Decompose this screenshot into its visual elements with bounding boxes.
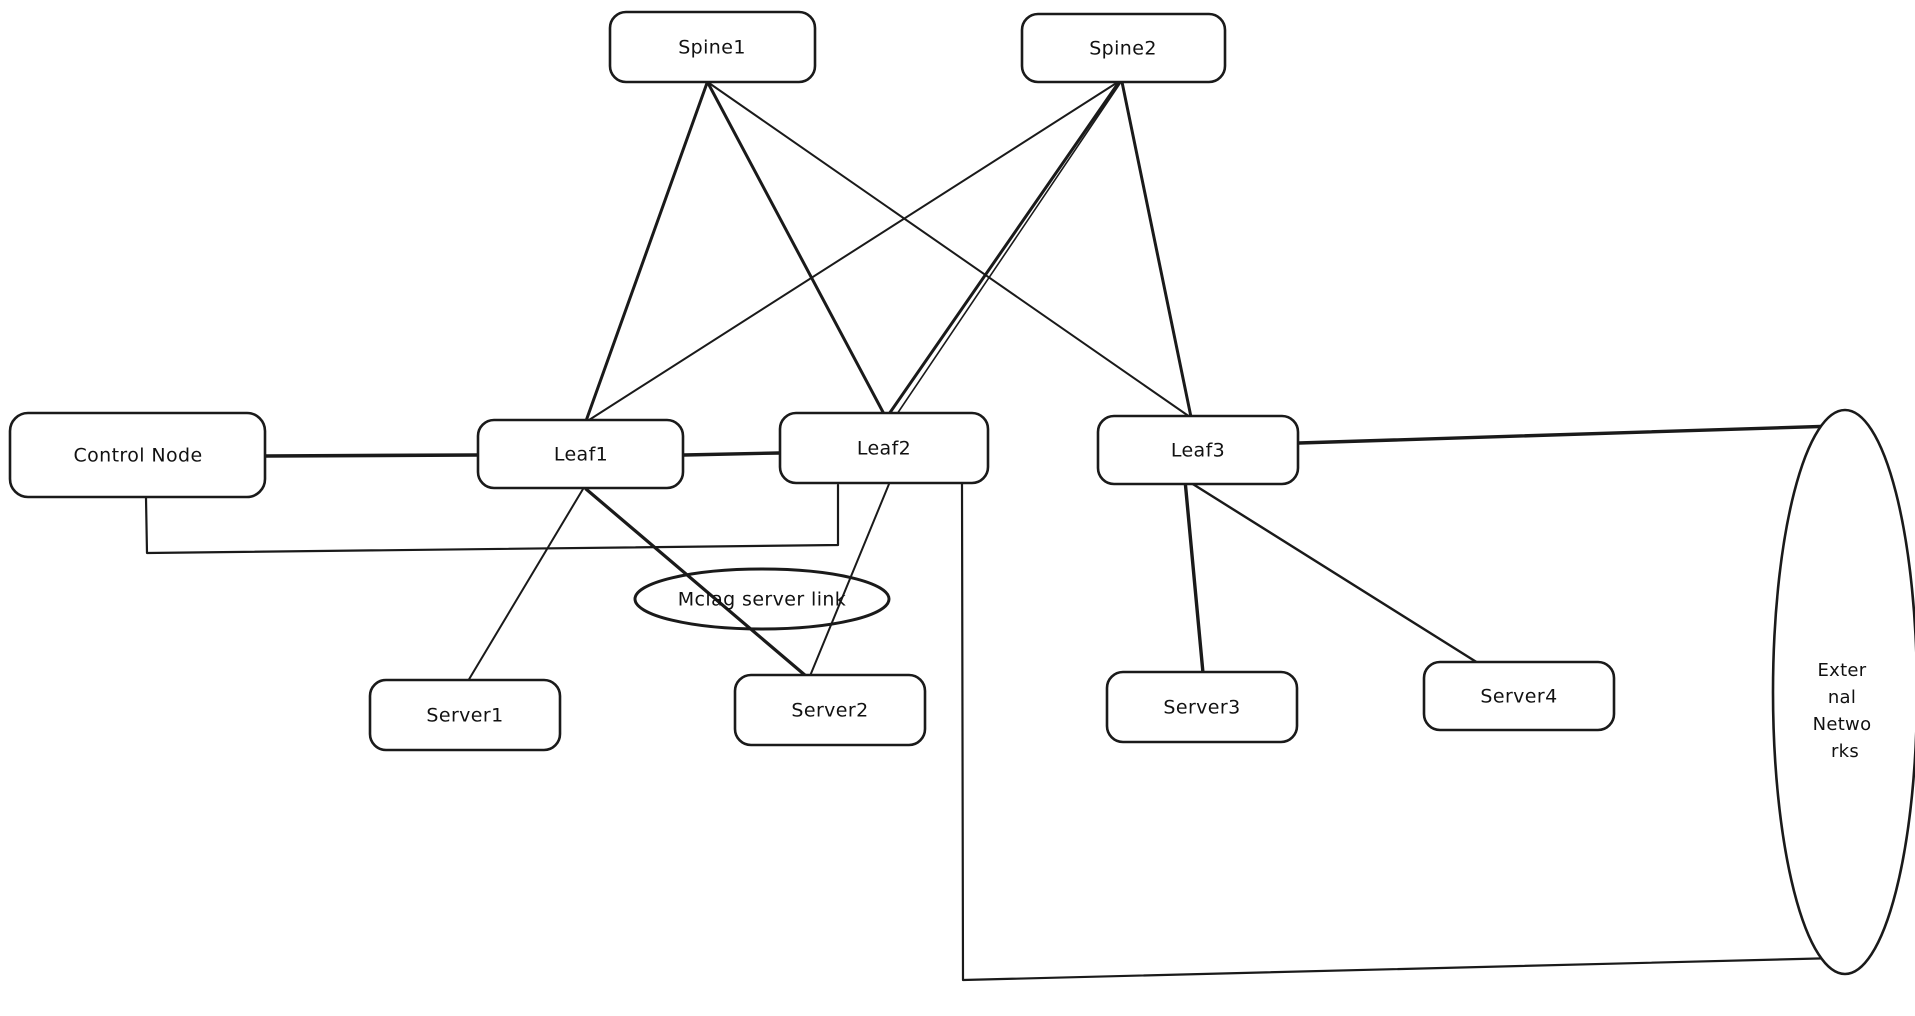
edge-spine2-leaf2-a[interactable] [887, 80, 1121, 416]
mclag-label: Mclag server link [678, 589, 846, 611]
node-external-networks-shape [1771, 408, 1915, 976]
node-spine2[interactable]: Spine2 [1020, 12, 1227, 84]
node-server1-label: Server1 [426, 705, 503, 727]
node-leaf2-label: Leaf2 [857, 438, 911, 460]
edge-leaf3-external-networks[interactable] [1297, 424, 1838, 445]
edge-leaf1-leaf2[interactable] [682, 451, 781, 457]
node-server4-label: Server4 [1480, 686, 1557, 708]
node-leaf3[interactable]: Leaf3 [1096, 414, 1300, 486]
node-leaf2-shape [778, 411, 990, 485]
edge-leaf3-server3[interactable] [1183, 478, 1205, 675]
node-spine1[interactable]: Spine1 [608, 10, 817, 84]
mclag-ellipse-shape [633, 567, 891, 631]
node-spine2-shape [1020, 12, 1227, 84]
external-networks-label-line-1: Exter [1817, 660, 1866, 681]
node-control-node-shape [8, 411, 267, 499]
node-server3-label: Server3 [1163, 697, 1240, 719]
edge-spine1-leaf3[interactable] [708, 82, 1191, 418]
edge-leaf2-external-networks[interactable] [960, 482, 1840, 982]
node-external-networks[interactable]: Exter nal Netwo rks [1771, 408, 1915, 976]
node-leaf1-label: Leaf1 [554, 444, 608, 466]
external-networks-label-line-2: nal [1828, 687, 1856, 708]
node-spine1-label: Spine1 [678, 37, 746, 59]
node-server2-shape [733, 673, 927, 747]
node-server2-label: Server2 [791, 700, 868, 722]
node-server2[interactable]: Server2 [733, 673, 927, 747]
node-external-networks-label: Exter nal Netwo rks [1813, 660, 1878, 762]
link-label-mclag[interactable]: Mclag server link [633, 567, 891, 631]
edge-spine1-leaf2[interactable] [706, 81, 886, 416]
node-leaf3-shape [1096, 414, 1300, 486]
node-leaf2[interactable]: Leaf2 [778, 411, 990, 485]
edge-leaf3-server4[interactable] [1186, 479, 1480, 665]
node-spine2-label: Spine2 [1089, 38, 1157, 60]
node-server4-shape [1422, 660, 1616, 732]
edge-control-node-leaf2[interactable] [144, 483, 840, 555]
edge-leaf2-server2[interactable] [809, 483, 890, 677]
edge-spine2-leaf2-b[interactable] [896, 81, 1122, 415]
node-server1[interactable]: Server1 [368, 678, 562, 752]
edge-spine2-leaf3[interactable] [1120, 80, 1193, 419]
node-leaf3-label: Leaf3 [1171, 440, 1225, 462]
node-control-node-label: Control Node [73, 445, 202, 467]
node-layer: Spine1 Spine2 Control Node Leaf1 Leaf2 [8, 10, 1915, 976]
node-leaf1[interactable]: Leaf1 [476, 418, 685, 490]
edge-leaf1-server2[interactable] [584, 487, 808, 678]
edge-leaf1-server1[interactable] [467, 488, 584, 682]
node-control-node[interactable]: Control Node [8, 411, 267, 499]
node-spine1-shape [608, 10, 817, 84]
external-networks-label-line-4: rks [1831, 741, 1859, 762]
edge-spine1-leaf1[interactable] [584, 81, 709, 423]
edge-layer [144, 80, 1840, 982]
external-networks-label-line-3: Netwo [1813, 714, 1872, 735]
edge-spine2-leaf1[interactable] [588, 81, 1119, 421]
node-server4[interactable]: Server4 [1422, 660, 1616, 732]
node-leaf1-shape [476, 418, 685, 490]
node-server3[interactable]: Server3 [1105, 670, 1299, 744]
node-server3-shape [1105, 670, 1299, 744]
node-server1-shape [368, 678, 562, 752]
edge-control-node-leaf1[interactable] [264, 453, 479, 458]
